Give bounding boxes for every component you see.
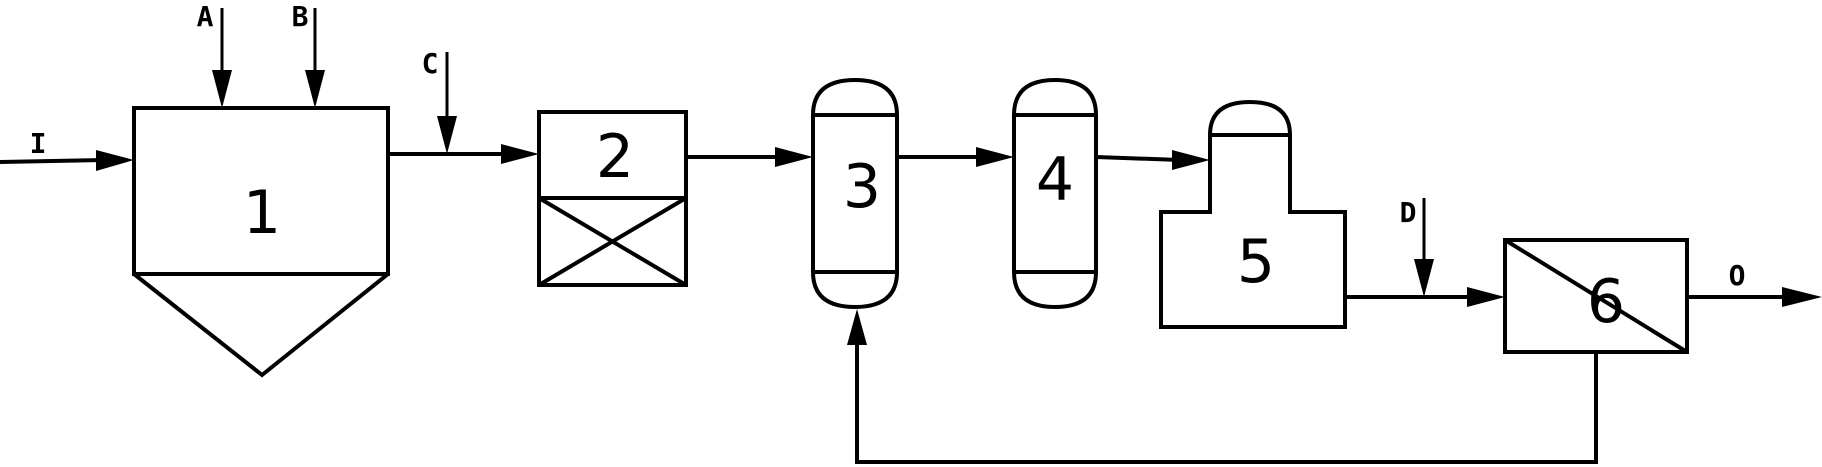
unit-1-label: 1	[243, 178, 281, 248]
unit-3-label: 3	[843, 152, 881, 222]
unit-6-membrane-box: 6	[1503, 238, 1689, 354]
arrow-unit-5-to-unit-6	[1467, 287, 1505, 307]
unit-4-label: 4	[1036, 145, 1074, 215]
unit-2-label: 2	[596, 122, 634, 192]
arrow-outlet	[1782, 287, 1822, 307]
arrow-unit-2-to-unit-3	[775, 147, 813, 167]
arrow-d-down	[1414, 259, 1434, 297]
arrow-unit-4-to-unit-5	[1172, 150, 1210, 170]
unit-5-label: 5	[1237, 227, 1275, 297]
unit-5-stepped-vessel: 5	[1159, 99, 1347, 329]
arrow-unit-1-to-unit-2	[501, 144, 539, 164]
stream-label-a: A	[197, 0, 214, 33]
arrow-recycle-to-unit-3	[847, 309, 867, 345]
arrow-unit-3-to-unit-4	[976, 147, 1014, 167]
unit-4-vessel: 4	[1012, 77, 1098, 310]
unit-1-settling-tank: 1	[132, 106, 390, 378]
arrow-b-down	[305, 70, 325, 108]
stream-label-c: C	[422, 47, 439, 80]
unit-2-filter-box: 2	[537, 110, 688, 287]
stream-labels: I A B C D O	[30, 0, 1746, 292]
unit-6-label: 6	[1587, 267, 1625, 337]
stream-label-outlet: O	[1729, 259, 1746, 292]
stream-label-d: D	[1400, 196, 1417, 229]
arrow-inlet-to-unit-1	[96, 150, 134, 171]
arrowheads	[96, 70, 1822, 345]
flow-lines	[0, 8, 1792, 464]
unit-3-vessel: 3	[811, 77, 899, 310]
arrow-c-down	[437, 116, 457, 154]
stream-label-b: B	[292, 0, 309, 33]
arrow-a-down	[212, 70, 232, 108]
stream-label-inlet: I	[30, 127, 47, 160]
